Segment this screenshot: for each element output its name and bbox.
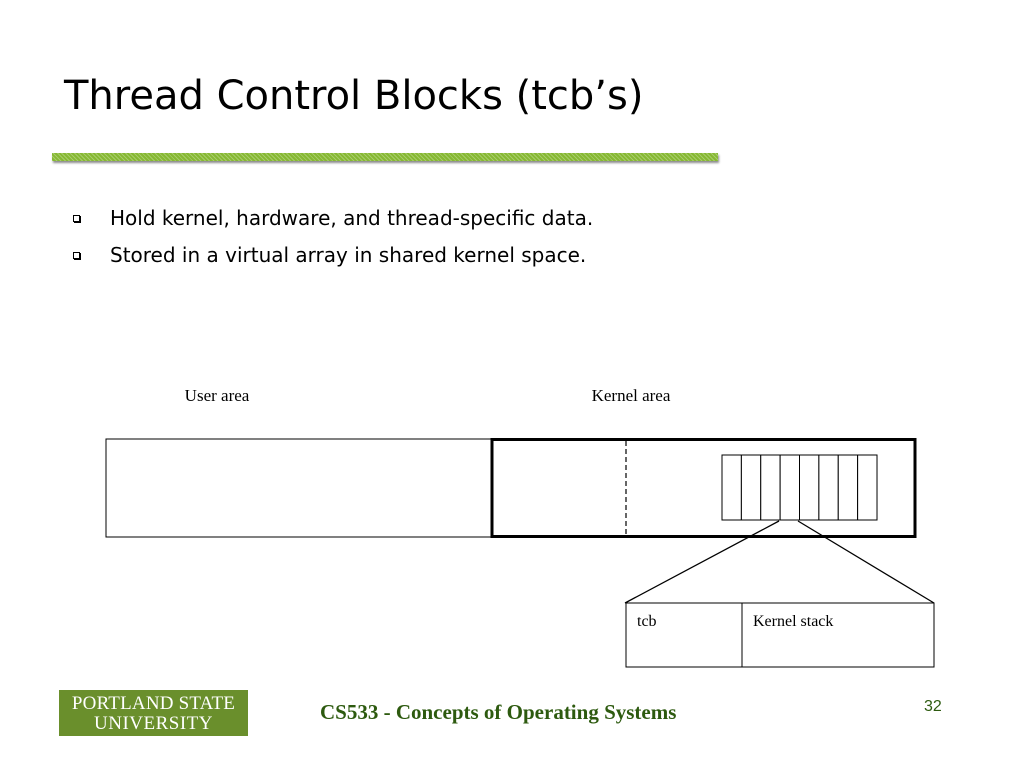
bullet-item: Stored in a virtual array in shared kern…: [70, 237, 593, 274]
tcb-slot: [779, 454, 801, 521]
kernel-stack-label: Kernel stack: [753, 613, 833, 630]
slide-title: Thread Control Blocks (tcb’s): [64, 73, 644, 119]
tcb-detail-box: [625, 602, 935, 668]
tcb-label: tcb: [637, 613, 657, 630]
bullet-text: Hold kernel, hardware, and thread-specif…: [110, 206, 594, 230]
course-title: CS533 - Concepts of Operating Systems: [320, 700, 677, 724]
tcb-slot: [740, 454, 762, 521]
square-bullet-icon: [73, 215, 80, 222]
zoom-line-left: [624, 520, 780, 604]
tcb-slot: [837, 454, 859, 521]
page-number: 32: [924, 698, 942, 715]
square-bullet-icon: [73, 252, 80, 259]
tcb-slot: [721, 454, 742, 521]
tcb-slot: [818, 454, 839, 521]
tcb-slot: [799, 454, 820, 521]
bullet-text: Stored in a virtual array in shared kern…: [110, 243, 587, 267]
zoom-line-right: [797, 520, 935, 604]
user-area-box: [105, 438, 493, 538]
user-area-label: User area: [185, 386, 250, 405]
university-logo: PORTLAND STATE UNIVERSITY: [59, 690, 248, 736]
tcb-array: [721, 454, 878, 521]
bullet-list: Hold kernel, hardware, and thread-specif…: [70, 200, 593, 274]
tcb-slot: [760, 454, 781, 521]
kernel-area-label: Kernel area: [592, 386, 671, 405]
bullet-item: Hold kernel, hardware, and thread-specif…: [70, 200, 593, 237]
logo-text-line2: UNIVERSITY: [94, 713, 213, 734]
title-underline: [52, 153, 718, 161]
logo-text-line1: PORTLAND STATE: [71, 693, 236, 714]
tcb-slot: [857, 454, 878, 521]
